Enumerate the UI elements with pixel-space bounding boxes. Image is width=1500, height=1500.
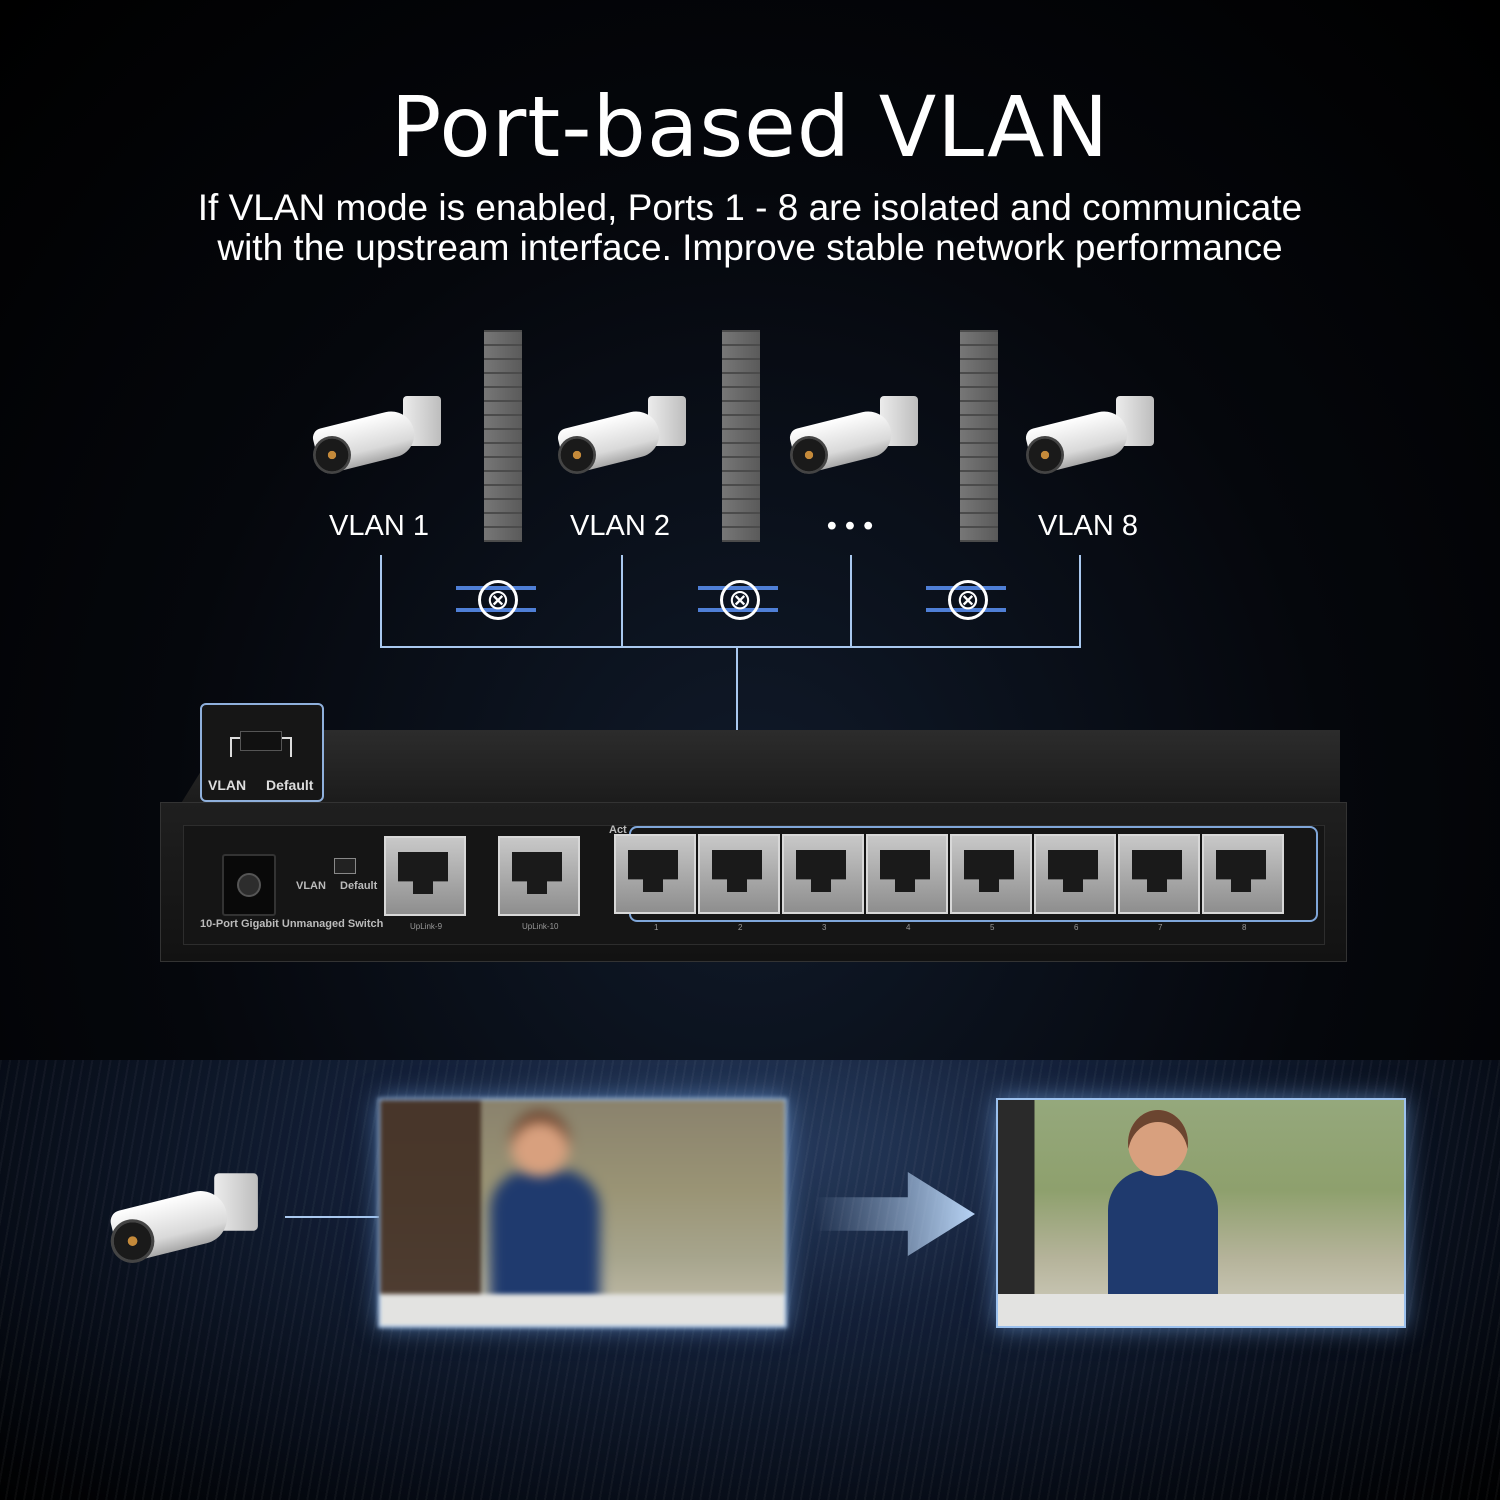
subtitle-line-1: If VLAN mode is enabled, Ports 1 - 8 are…: [197, 187, 1303, 228]
sink-counter: [380, 1294, 785, 1326]
camera-lens: [1026, 436, 1064, 474]
connector-vlan-more: [850, 555, 852, 648]
switch-model-text: 10-Port Gigabit Unmanaged Switch: [200, 918, 384, 930]
callout-label-default: Default: [266, 777, 314, 793]
lan-port-7[interactable]: [1118, 834, 1200, 914]
connector-vlan-2: [621, 555, 623, 648]
uplink-label-9: UpLink-9: [410, 922, 443, 931]
camera-lens: [110, 1219, 155, 1263]
connector-bus: [380, 646, 1081, 648]
isolation-wall-2: [722, 330, 760, 542]
uplink-port-10[interactable]: [498, 836, 580, 916]
uplink-port-9[interactable]: [384, 836, 466, 916]
clear-video-frame: [996, 1098, 1406, 1328]
camera-vlan-2: [550, 396, 690, 486]
vlan-label-8: VLAN 8: [1038, 510, 1138, 542]
callout-label-vlan: VLAN: [208, 777, 247, 793]
switch-top: [180, 730, 1340, 805]
isolation-wall-3: [960, 330, 998, 542]
switch-front: VLAN Default 10-Port Gigabit Unmanaged S…: [160, 802, 1347, 962]
toggle-label-default: Default: [340, 880, 378, 892]
sink-counter: [998, 1294, 1404, 1326]
dip-switch-knob: [240, 731, 282, 751]
toggle-label-vlan: VLAN: [296, 880, 326, 892]
lan-port-5[interactable]: [950, 834, 1032, 914]
port-number-3: 3: [822, 923, 827, 932]
camera-vlan-1: [305, 396, 445, 486]
camera-feed-line: [285, 1216, 379, 1218]
camera-vlan-8: [1018, 396, 1158, 486]
port-number-4: 4: [906, 923, 911, 932]
port-number-8: 8: [1242, 923, 1247, 932]
camera-vlan-more: [782, 396, 922, 486]
lan-port-6[interactable]: [1034, 834, 1116, 914]
port-number-5: 5: [990, 923, 995, 932]
lan-port-1[interactable]: [614, 834, 696, 914]
vlan-mode-switch[interactable]: [334, 858, 356, 874]
camera-lens: [313, 436, 351, 474]
port-number-6: 6: [1074, 923, 1079, 932]
switch-panel: VLAN Default 10-Port Gigabit Unmanaged S…: [183, 824, 1325, 945]
lan-port-2[interactable]: [698, 834, 780, 914]
lan-port-8[interactable]: [1202, 834, 1284, 914]
blocked-icon: ⊗: [720, 580, 760, 620]
act-label: Act: [609, 824, 627, 836]
blocked-traffic-1: ⊗: [456, 572, 536, 626]
blocked-icon: ⊗: [478, 580, 518, 620]
network-switch: VLAN Default 10-Port Gigabit Unmanaged S…: [160, 730, 1347, 962]
page-title: Port-based VLAN: [390, 78, 1110, 176]
lan-port-3[interactable]: [782, 834, 864, 914]
child-head: [510, 1110, 570, 1176]
uplink-label-10: UpLink-10: [522, 922, 559, 931]
port-number-1: 1: [654, 923, 659, 932]
port-number-7: 7: [1158, 923, 1163, 932]
power-jack: [222, 854, 276, 916]
lan-port-4[interactable]: [866, 834, 948, 914]
camera-lens: [558, 436, 596, 474]
connector-vlan-8: [1079, 555, 1081, 648]
page-subtitle: If VLAN mode is enabled, Ports 1 - 8 are…: [100, 188, 1400, 268]
blocked-icon: ⊗: [948, 580, 988, 620]
camera-lens: [790, 436, 828, 474]
blocked-traffic-3: ⊗: [926, 572, 1006, 626]
port-number-2: 2: [738, 923, 743, 932]
vlan-switch-callout: VLAN Default: [200, 703, 324, 802]
connector-vlan-1: [380, 555, 382, 648]
subtitle-line-2: with the upstream interface. Improve sta…: [217, 227, 1283, 268]
isolation-wall-1: [484, 330, 522, 542]
vlan-label-1: VLAN 1: [329, 510, 429, 542]
pixelated-video-frame: [378, 1098, 787, 1328]
camera-source: [102, 1173, 263, 1277]
vlan-label-2: VLAN 2: [570, 510, 670, 542]
blocked-traffic-2: ⊗: [698, 572, 778, 626]
child-head: [1128, 1110, 1188, 1176]
vlan-label-ellipsis: • • •: [826, 510, 874, 542]
